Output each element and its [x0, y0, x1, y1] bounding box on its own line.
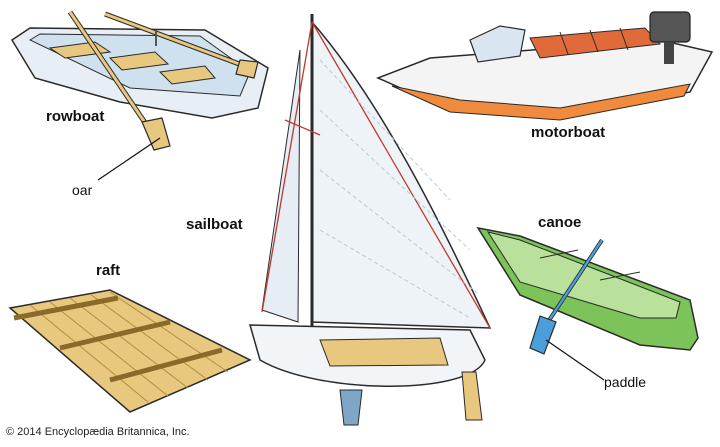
copyright-credit: © 2014 Encyclopædia Britannica, Inc. — [6, 426, 190, 438]
label-canoe: canoe — [538, 214, 582, 231]
label-sailboat: sailboat — [186, 216, 243, 233]
motorboat-illustration — [376, 11, 714, 121]
label-raft: raft — [96, 262, 121, 279]
label-motorboat: motorboat — [531, 124, 606, 141]
label-rowboat: rowboat — [46, 108, 105, 125]
raft-illustration — [8, 289, 252, 413]
sailboat-illustration — [248, 14, 492, 426]
label-oar: oar — [72, 182, 93, 198]
rowboat-illustration — [10, 10, 269, 181]
canoe-illustration — [476, 226, 699, 381]
label-paddle: paddle — [604, 374, 647, 390]
